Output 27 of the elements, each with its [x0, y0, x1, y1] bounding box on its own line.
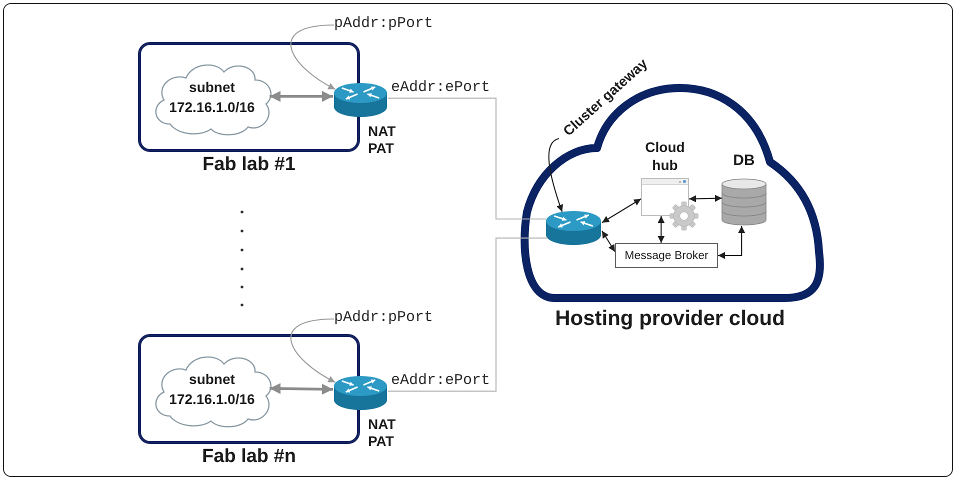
subnet-name: subnet — [189, 370, 235, 389]
arrow — [602, 230, 616, 252]
connector-line — [388, 238, 548, 392]
arrow — [548, 138, 564, 212]
connector-line — [388, 98, 546, 220]
hub-title: Cloud hub — [644, 138, 686, 174]
message-broker-box: Message Broker — [615, 243, 718, 268]
arrow — [658, 216, 665, 243]
arrow — [290, 318, 336, 383]
db-title: DB — [733, 152, 755, 170]
nat-pat-label: NAT PAT — [368, 123, 397, 157]
lab-title: Fab lab #n — [202, 445, 296, 469]
lab-title: Fab lab #1 — [202, 153, 296, 177]
address-label: pAddr:pPort — [334, 308, 434, 328]
nat-pat-label: NAT PAT — [368, 416, 397, 450]
arrow — [688, 194, 722, 202]
arrow — [270, 383, 334, 395]
subnet-name: subnet — [189, 78, 235, 97]
arrow — [290, 24, 336, 90]
arrow — [718, 226, 746, 259]
address-label: pAddr:pPort — [334, 14, 434, 34]
subnet-address: 172.16.1.0/16 — [169, 390, 255, 409]
arrow — [270, 90, 333, 102]
cloud-title: Hosting provider cloud — [555, 306, 785, 332]
arrow — [602, 198, 642, 224]
subnet-address: 172.16.1.0/16 — [169, 98, 255, 117]
router-icon — [545, 210, 602, 246]
